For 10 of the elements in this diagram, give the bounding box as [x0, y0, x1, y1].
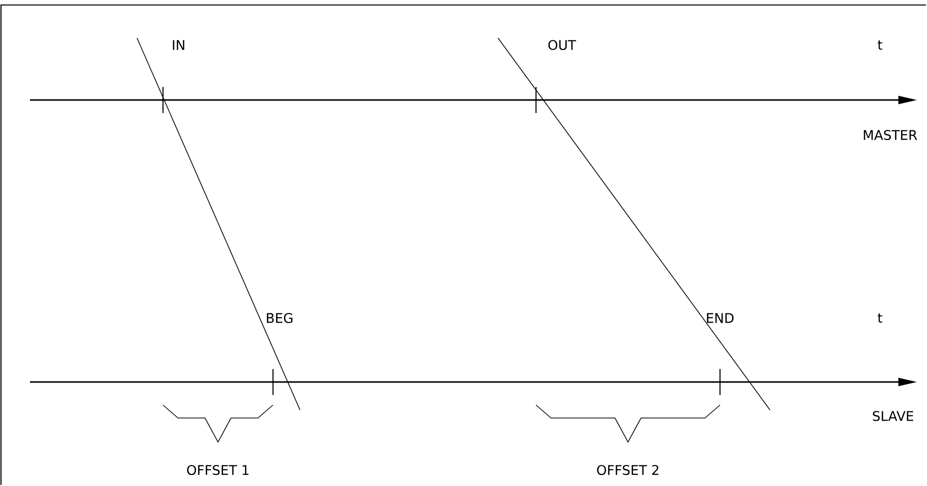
axis-label: SLAVE	[872, 410, 914, 422]
event-label: BEG	[266, 312, 292, 324]
event-label: IN	[172, 40, 184, 50]
event-label: END	[707, 313, 734, 323]
axis-label: t	[878, 40, 882, 50]
offset-label: OFFSET 1	[187, 464, 248, 476]
offset-label: OFFSET 2	[597, 464, 658, 476]
axis-label: t	[878, 313, 882, 323]
axis-label: MASTER	[864, 130, 918, 140]
event-label: OUT	[548, 40, 576, 50]
